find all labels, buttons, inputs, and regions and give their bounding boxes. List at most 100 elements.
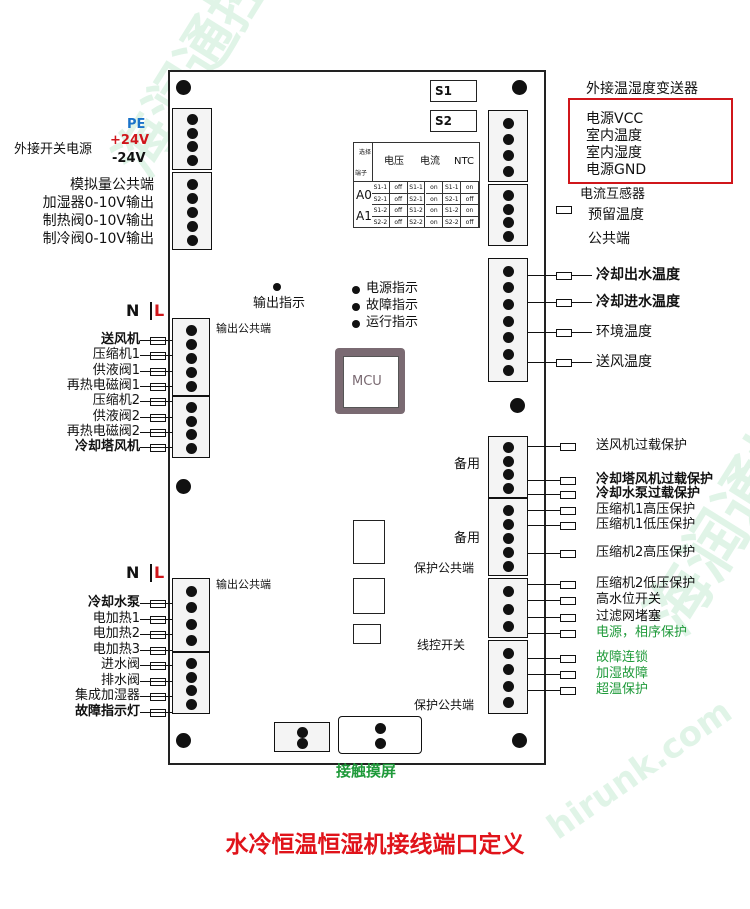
- terminal-screw: [187, 154, 198, 166]
- terminal-screw: [187, 114, 198, 126]
- terminal-screw: [503, 482, 514, 494]
- run-indicator-label: 运行指示: [366, 315, 419, 330]
- terminal-temps: [488, 258, 528, 382]
- wire: [528, 362, 556, 364]
- protection-contact: [560, 597, 576, 605]
- terminal-prot-4: [488, 640, 528, 714]
- terminal-screw: [503, 133, 514, 145]
- table-cell: S1-2: [407, 205, 426, 217]
- terminal-screw: [503, 365, 514, 377]
- touch-connector-2[interactable]: [338, 716, 422, 754]
- wire: [140, 431, 172, 433]
- temp-sensor: [556, 299, 572, 307]
- table-cell: on: [425, 193, 444, 205]
- terminal-screw: [503, 532, 514, 544]
- table-col-voltage: 电压: [384, 156, 404, 167]
- table-cell: on: [461, 205, 479, 217]
- protection-contact: [560, 507, 576, 515]
- wire: [140, 649, 172, 651]
- table-cell: on: [461, 182, 479, 194]
- protection-label: 超温保护: [596, 682, 649, 697]
- wire: [572, 362, 592, 364]
- optocoupler-chip: [353, 578, 385, 614]
- terminal-screw: [503, 265, 514, 277]
- transmitter-label: 外接温湿度变送器: [586, 81, 698, 97]
- switch-s1-label: S1: [435, 84, 452, 98]
- touch-connector-1[interactable]: [274, 722, 330, 752]
- table-row-a1: A1: [356, 209, 372, 223]
- optocoupler-chip: [353, 520, 385, 564]
- wire: [528, 332, 556, 334]
- terminal-screw: [186, 635, 197, 647]
- heating-valve-output-label: 制热阀0-10V输出: [42, 213, 154, 229]
- table-cell: off: [389, 182, 408, 194]
- table-cell: S2-2: [372, 216, 390, 228]
- terminal-screw: [503, 518, 514, 530]
- table-cell: off: [461, 216, 479, 228]
- protection-label: 送风机过载保护: [596, 438, 688, 453]
- optocoupler-chip: [353, 624, 381, 644]
- terminal-output-1b: [172, 396, 210, 458]
- protection-contact: [560, 687, 576, 695]
- wire: [140, 618, 172, 620]
- pe-label: PE: [127, 117, 146, 132]
- terminal-screw: [187, 220, 198, 232]
- output-label: 电加热3: [92, 641, 140, 657]
- output-label: 故障指示灯: [74, 703, 140, 719]
- mount-hole: [512, 733, 527, 748]
- table-cell: on: [425, 182, 444, 194]
- protection-label: 压缩机2低压保护: [596, 576, 696, 591]
- wire: [140, 385, 172, 388]
- out1-common-label: 输出公共端: [216, 322, 271, 335]
- prot-common-2-label: 保护公共端: [414, 698, 475, 712]
- switch-s2[interactable]: S2: [430, 110, 477, 132]
- protection-label: 冷却水泵过载保护: [596, 486, 701, 501]
- terminal-screw: [187, 141, 198, 153]
- table-cell: off: [389, 205, 408, 217]
- temp-sensor: [556, 272, 572, 280]
- terminal-screw: [186, 324, 197, 336]
- protection-contact: [560, 655, 576, 663]
- temp-label: 冷却出水温度: [596, 267, 680, 283]
- terminal-screw: [503, 165, 514, 177]
- table-cell: off: [389, 193, 408, 205]
- wire: [528, 525, 560, 527]
- table-cell: S2-2: [407, 216, 426, 228]
- protection-contact: [560, 630, 576, 638]
- output-label: 压缩机2: [92, 393, 140, 409]
- table-cell: S1-2: [372, 205, 390, 217]
- wire: [528, 674, 560, 676]
- terminal-screw: [503, 603, 514, 615]
- terminal-screw: [186, 380, 197, 392]
- output-label: 进水阀: [100, 657, 140, 672]
- output-label: 再热电磁阀2: [66, 423, 140, 439]
- ct-label: 电流互感器: [580, 187, 646, 202]
- temp-label: 环境温度: [596, 324, 652, 340]
- terminal-screw: [186, 671, 197, 683]
- wire: [528, 553, 560, 555]
- terminal-screw: [503, 230, 514, 242]
- terminal-output-1: [172, 318, 210, 396]
- terminal-screw: [187, 127, 198, 139]
- power-indicator-led: [352, 286, 360, 294]
- out1-n-label: N: [126, 301, 140, 320]
- table-corner-bottom: 端子: [355, 170, 368, 177]
- output-label: 供液阀2: [92, 408, 140, 424]
- table-cell: off: [461, 193, 479, 205]
- protection-label: 压缩机2高压保护: [596, 545, 696, 560]
- switch-s1[interactable]: S1: [430, 80, 477, 102]
- terminal-screw: [186, 415, 197, 427]
- vcc-label: 电源VCC: [586, 111, 644, 127]
- protection-contact: [560, 491, 576, 499]
- terminal-screw: [503, 455, 514, 467]
- mount-hole: [512, 80, 527, 95]
- protection-label: 加湿故障: [596, 666, 649, 681]
- touch-screen-label: 接触摸屏: [336, 762, 397, 780]
- wire: [140, 634, 172, 636]
- wire: [528, 275, 556, 277]
- terminal-screw: [297, 738, 308, 749]
- wire-switch-label: 线控开关: [417, 638, 466, 652]
- reserve-temp-sensor: [556, 206, 572, 214]
